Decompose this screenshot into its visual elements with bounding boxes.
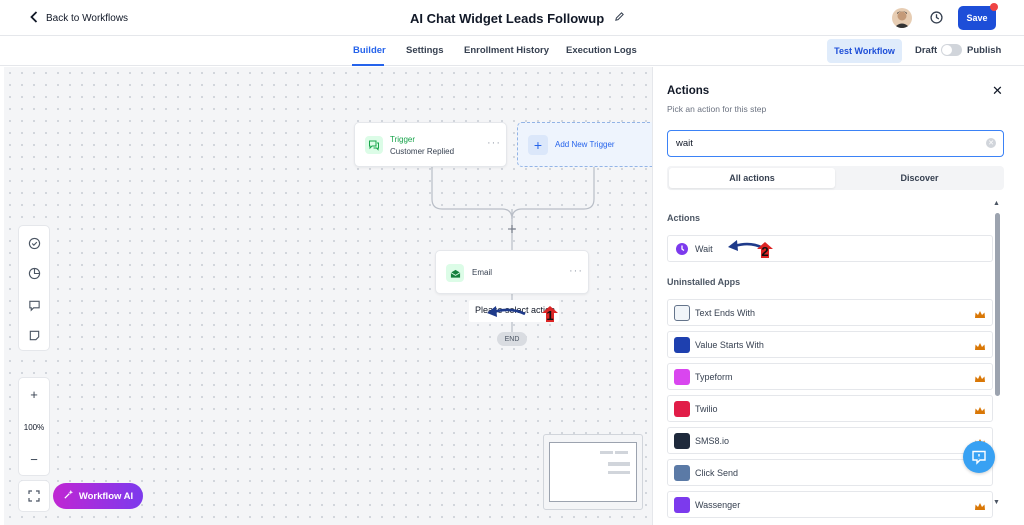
chevron-left-icon <box>30 11 38 26</box>
value-icon <box>674 337 690 353</box>
action-filter-segment: All actions Discover <box>667 166 1004 190</box>
crown-icon <box>974 371 986 389</box>
email-node[interactable]: Email ··· <box>435 250 589 294</box>
annotation-arrow-icon <box>487 306 526 317</box>
crown-icon <box>974 403 986 421</box>
zoom-level: 100% <box>23 422 45 432</box>
crown-icon <box>974 339 986 357</box>
user-avatar[interactable] <box>892 8 912 28</box>
panel-title: Actions <box>667 85 710 97</box>
tab-settings[interactable]: Settings <box>406 45 444 56</box>
app-item-twilio[interactable]: Twilio <box>667 395 993 422</box>
actions-panel: Actions Pick an action for this step ✕ ✕… <box>652 67 1011 525</box>
comment-icon[interactable] <box>19 290 49 320</box>
more-options-icon[interactable]: ··· <box>569 265 583 277</box>
sparkle-icon <box>63 489 74 503</box>
help-chat-button[interactable] <box>963 441 995 473</box>
plus-icon: + <box>528 135 548 155</box>
trigger-node[interactable]: Trigger Customer Replied ··· <box>354 122 507 167</box>
zoom-controls: + 100% − <box>18 377 50 476</box>
tab-execution-logs[interactable]: Execution Logs <box>566 45 637 56</box>
close-icon[interactable]: ✕ <box>992 83 1003 98</box>
email-node-label: Email <box>472 268 493 277</box>
scroll-down-arrow-icon[interactable]: ▼ <box>993 499 1000 506</box>
help-icon <box>972 450 986 465</box>
back-to-workflows-link[interactable]: Back to Workflows <box>30 11 128 26</box>
check-circle-icon[interactable] <box>19 228 49 258</box>
app-item-text-ends-with[interactable]: Text Ends With <box>667 299 993 326</box>
app-label: Text Ends With <box>695 308 756 318</box>
sub-navigation: Builder Settings Enrollment History Exec… <box>0 36 1024 66</box>
sms8-icon <box>674 433 690 449</box>
minimap-viewport <box>549 442 637 502</box>
workflow-canvas[interactable]: Trigger Customer Replied ··· + Add New T… <box>4 67 657 525</box>
zoom-out-button[interactable]: − <box>30 451 38 467</box>
action-label: Wait <box>695 244 713 254</box>
fit-view-button[interactable] <box>18 480 50 512</box>
workflow-title: AI Chat Widget Leads Followup <box>410 10 605 26</box>
unsaved-indicator-dot <box>990 3 998 11</box>
save-button[interactable]: Save <box>958 6 996 30</box>
panel-subtitle: Pick an action for this step <box>667 104 767 114</box>
wassenger-icon <box>674 497 690 513</box>
workflow-ai-label: Workflow AI <box>78 490 134 502</box>
app-label: Wassenger <box>695 500 741 510</box>
app-label: Twilio <box>695 404 718 414</box>
scroll-up-arrow-icon[interactable]: ▲ <box>993 200 1000 207</box>
minimap[interactable] <box>543 434 643 510</box>
more-options-icon[interactable]: ··· <box>487 137 501 149</box>
segment-all-actions[interactable]: All actions <box>669 168 835 188</box>
app-item-wassenger[interactable]: Wassenger <box>667 491 993 518</box>
expand-icon <box>19 481 49 511</box>
draft-label: Draft <box>915 45 938 56</box>
search-actions-input[interactable] <box>667 130 1004 157</box>
app-label: Value Starts With <box>695 340 764 350</box>
email-icon <box>446 264 464 282</box>
app-label: Click Send <box>695 468 739 478</box>
canvas-tools <box>18 225 50 351</box>
scrollbar-thumb[interactable] <box>995 213 1000 396</box>
top-bar: Back to Workflows AI Chat Widget Leads F… <box>0 0 1024 36</box>
app-label: SMS8.io <box>695 436 730 446</box>
add-trigger-label: Add New Trigger <box>555 140 615 149</box>
annotation-badge-1: 1 <box>541 305 559 323</box>
tab-enrollment-history[interactable]: Enrollment History <box>464 45 549 56</box>
chat-bubble-icon <box>365 136 383 154</box>
trigger-subtitle: Customer Replied <box>390 147 455 156</box>
crown-icon <box>974 307 986 325</box>
end-node: END <box>497 332 527 346</box>
text-doc-icon <box>674 305 690 321</box>
uninstalled-apps-heading: Uninstalled Apps <box>667 277 741 287</box>
crown-icon <box>974 499 986 517</box>
app-item-click-send[interactable]: Click Send <box>667 459 993 486</box>
twilio-icon <box>674 401 690 417</box>
clicksend-icon <box>674 465 690 481</box>
tab-builder[interactable]: Builder <box>353 45 386 56</box>
app-item-sms8[interactable]: SMS8.io <box>667 427 993 454</box>
clear-search-icon[interactable]: ✕ <box>986 138 996 148</box>
clock-icon <box>674 241 690 257</box>
action-item-wait[interactable]: Wait <box>667 235 993 262</box>
sticky-note-icon[interactable] <box>19 320 49 350</box>
zoom-in-button[interactable]: + <box>30 386 38 402</box>
publish-toggle[interactable] <box>941 44 962 56</box>
app-item-value-starts-with[interactable]: Value Starts With <box>667 331 993 358</box>
segment-discover[interactable]: Discover <box>900 173 939 183</box>
typeform-icon <box>674 369 690 385</box>
history-icon[interactable] <box>929 10 944 30</box>
trigger-title: Trigger <box>390 135 416 144</box>
app-label: Typeform <box>695 372 733 382</box>
app-item-typeform[interactable]: Typeform <box>667 363 993 390</box>
back-label: Back to Workflows <box>46 13 129 24</box>
pie-chart-icon[interactable] <box>19 258 49 288</box>
edit-pencil-icon[interactable] <box>614 9 625 27</box>
publish-label: Publish <box>967 45 1002 56</box>
annotation-badge-2: 2 <box>756 241 774 259</box>
actions-heading: Actions <box>667 213 701 223</box>
add-new-trigger-button[interactable]: + Add New Trigger <box>517 122 657 167</box>
active-tab-underline <box>352 64 384 66</box>
test-workflow-button[interactable]: Test Workflow <box>827 39 902 63</box>
workflow-ai-button[interactable]: Workflow AI <box>53 483 143 509</box>
